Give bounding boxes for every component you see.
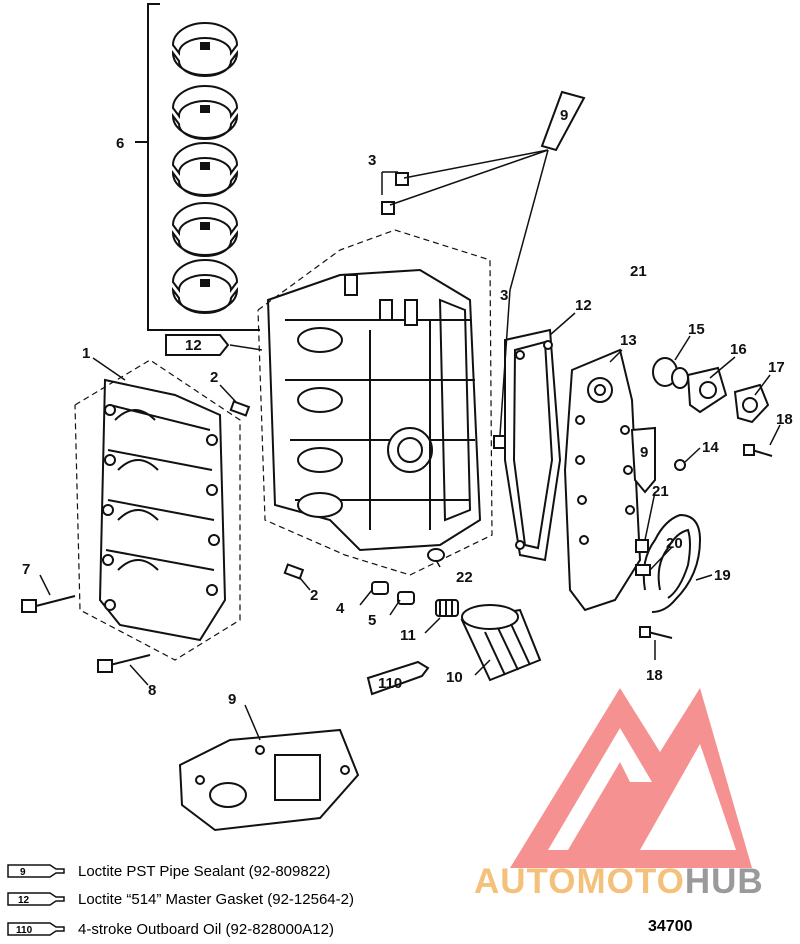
legend-item-master-gasket: 12 Loctite “514” Master Gasket (92-12564…	[6, 888, 354, 910]
leader-lines	[39, 149, 781, 741]
callout-4: 4	[336, 600, 345, 617]
svg-text:110: 110	[16, 925, 33, 936]
tube-9-label: 9	[640, 444, 648, 461]
sealant-tube-9-top: 9	[540, 90, 586, 152]
bearing-halves	[171, 22, 239, 314]
thermostat-gasket-16	[686, 366, 728, 414]
watermark-part1: AUTOMOTO	[474, 862, 685, 901]
legend-text-pipe-sealant: Loctite PST Pipe Sealant (92-809822)	[78, 862, 331, 880]
bolts	[21, 444, 773, 673]
callout-1: 1	[82, 345, 90, 362]
callout-17: 17	[768, 359, 785, 376]
plugs-4-5	[371, 581, 415, 605]
oil-tube-110	[366, 660, 430, 696]
tube-12-label: 12	[185, 337, 202, 354]
tube-icon: 110	[7, 922, 65, 936]
callout-18-bottom: 18	[646, 667, 663, 684]
watermark-text: AUTOMOTOHUB	[474, 862, 764, 902]
callout-14: 14	[702, 439, 719, 456]
callout-numbers: 1 2 2 3 3 4 5 6 7 8 9 10 11 12 13 14 15 …	[22, 135, 793, 708]
callout-15: 15	[688, 321, 705, 338]
legend-item-outboard-oil: 110 4-stroke Outboard Oil (92-828000A12)	[6, 918, 334, 940]
callout-12: 12	[575, 297, 592, 314]
thermostat-cover-17	[733, 383, 770, 424]
callout-2-bottom: 2	[310, 587, 318, 604]
adapter-plate-gasket	[178, 728, 360, 832]
callout-7: 7	[22, 561, 30, 578]
thermostat-15	[652, 357, 689, 389]
cylinder-block	[266, 268, 482, 552]
crankcase-cover	[98, 378, 227, 642]
tube-icon: 12	[7, 892, 65, 906]
callout-2-top: 2	[210, 369, 218, 386]
callout-10: 10	[446, 669, 463, 686]
svg-text:9: 9	[20, 867, 26, 878]
bearing-bracket	[135, 3, 260, 331]
watermark-logo	[510, 688, 752, 868]
sealant-tube-9-right	[630, 426, 656, 494]
svg-text:9: 9	[560, 107, 568, 124]
nut-14	[674, 459, 686, 471]
gasket-tube-12	[165, 334, 230, 356]
callout-5: 5	[368, 612, 376, 629]
callout-6: 6	[116, 135, 124, 152]
callout-18-top: 18	[776, 411, 793, 428]
callout-3-top: 3	[368, 152, 376, 169]
legend-text-outboard-oil: 4-stroke Outboard Oil (92-828000A12)	[78, 920, 334, 938]
legend-text-master-gasket: Loctite “514” Master Gasket (92-12564-2)	[78, 890, 354, 908]
pipe-plugs	[381, 172, 507, 449]
gasket-12	[504, 328, 562, 562]
callout-22: 22	[456, 569, 473, 586]
oil-filter	[460, 604, 542, 682]
callout-13: 13	[620, 332, 637, 349]
o-ring-22	[427, 548, 445, 562]
figure-number: 34700	[648, 918, 693, 935]
exhaust-cover-13	[563, 348, 642, 612]
callout-11: 11	[400, 627, 416, 644]
legend-item-pipe-sealant: 9 Loctite PST Pipe Sealant (92-809822)	[6, 860, 330, 882]
cover-dash-outline	[74, 359, 241, 661]
block-dash-outline	[257, 229, 493, 576]
filter-adapter-11	[435, 599, 459, 617]
hose-19	[642, 513, 702, 613]
callout-3-mid: 3	[500, 287, 508, 304]
callout-21-top: 21	[630, 263, 647, 280]
svg-text:12: 12	[18, 895, 30, 906]
watermark-part2: HUB	[684, 862, 764, 901]
tube-icon: 9	[7, 864, 65, 878]
callout-9: 9	[228, 691, 236, 708]
callout-19: 19	[714, 567, 731, 584]
tube-110-label: 110	[378, 675, 402, 692]
callout-8: 8	[148, 682, 156, 699]
callout-20: 20	[666, 535, 683, 552]
dowel-pins	[229, 400, 305, 580]
callout-21-mid: 21	[652, 483, 669, 500]
callout-16: 16	[730, 341, 747, 358]
